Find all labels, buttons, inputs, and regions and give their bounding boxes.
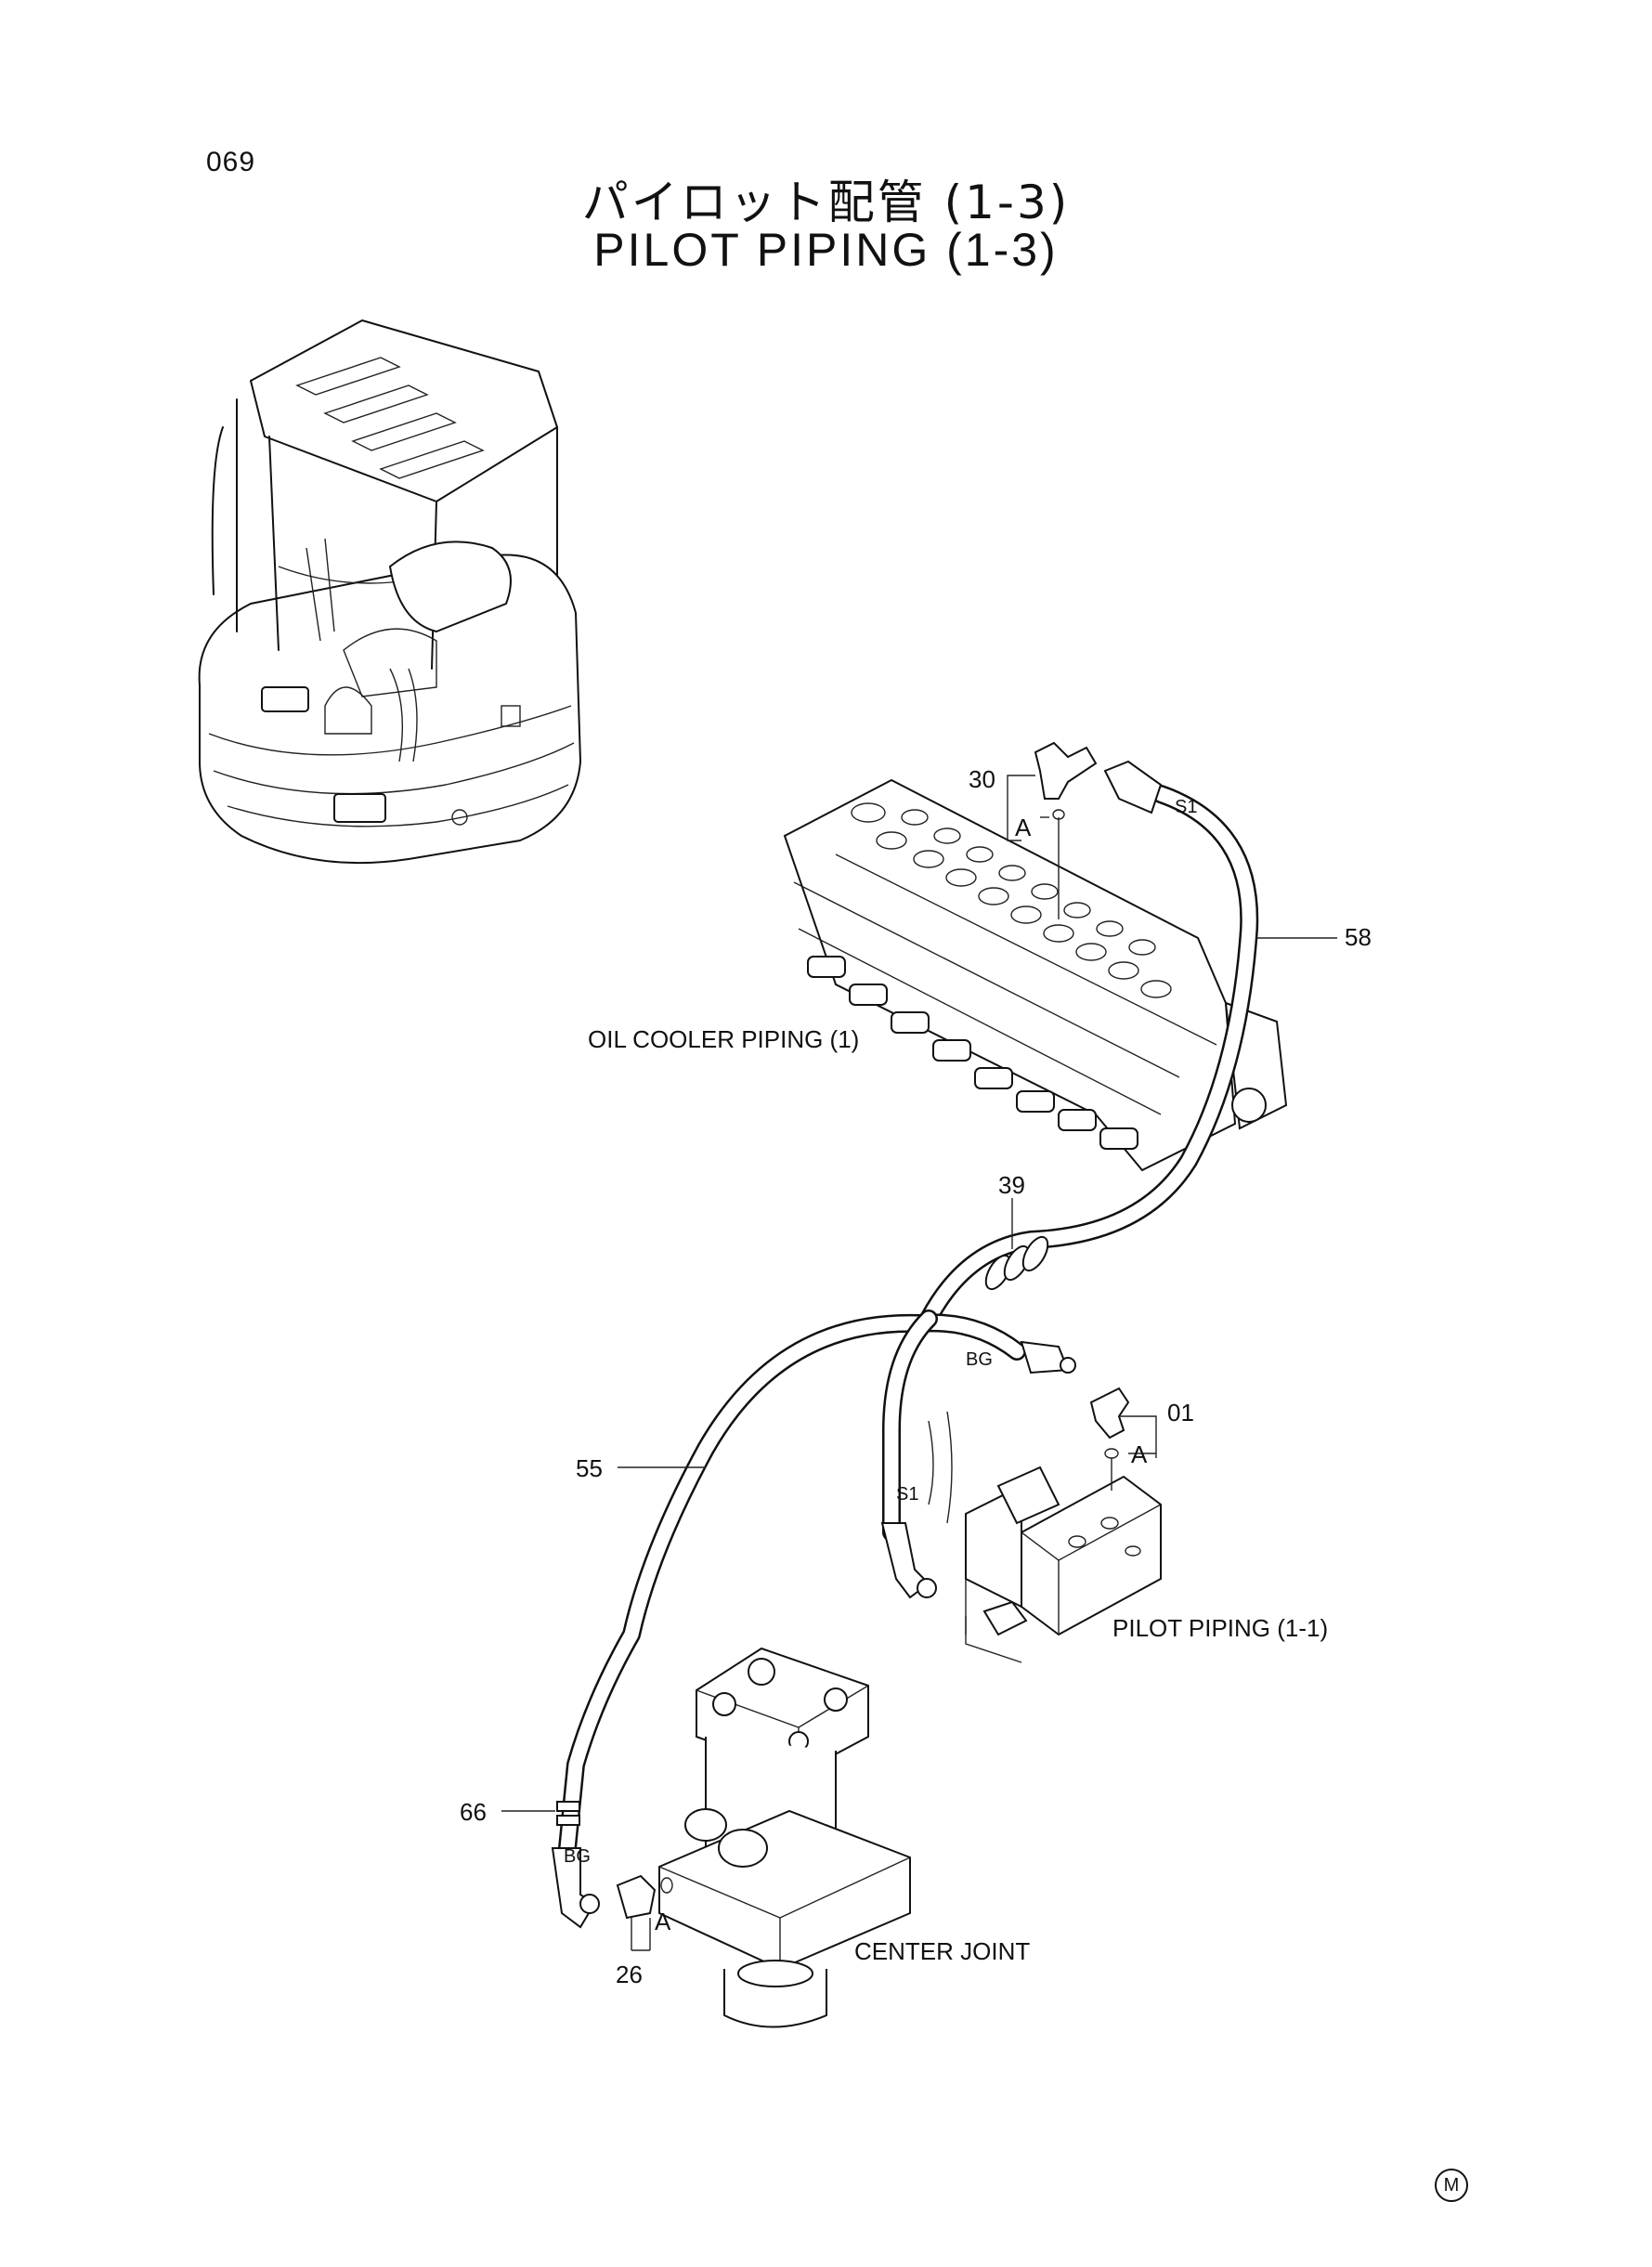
label-bg-low: BG [564,1846,591,1867]
callout-26: 26 [616,1961,643,1988]
title-english: PILOT PIPING (1-3) [593,224,1059,276]
callout-a-top: A [1015,814,1032,841]
callout-66: 66 [460,1798,487,1826]
callout-39: 39 [998,1171,1025,1199]
label-s1-top: S1 [1175,797,1197,817]
callout-01: 01 [1167,1399,1194,1427]
label-oil-cooler-piping: OIL COOLER PIPING (1) [588,1025,859,1053]
label-center-joint: CENTER JOINT [854,1937,1030,1965]
pilot-valve-block [928,1387,1162,1663]
control-valve-assembly [783,741,1288,1172]
center-joint-assembly [616,1647,911,2028]
title-japanese: パイロット配管 (1-3) [581,176,1071,229]
callout-30: 30 [969,765,995,793]
page-number: 069 [206,147,256,177]
callout-58: 58 [1345,923,1372,951]
hose-58 [919,760,1259,1328]
m-mark-symbol: M [1435,2169,1468,2202]
hose-66-end [551,1801,600,1929]
callout-55: 55 [576,1454,603,1482]
label-bg-mid: BG [966,1349,993,1370]
callout-labels: 30 A S1 58 OIL COOLER PIPING (1) 39 BG 0… [460,765,1372,1988]
leader-lines [501,775,1337,1951]
callout-a-right: A [1131,1440,1148,1468]
hose-s1-lower [880,1309,938,1599]
callout-a-low: A [655,1908,671,1935]
hose-39-ferrules [984,1235,1049,1291]
label-pilot-piping-1-1: PILOT PIPING (1-1) [1112,1614,1328,1642]
label-s1-mid: S1 [896,1484,918,1505]
excavator-overview-illustration [198,319,582,865]
